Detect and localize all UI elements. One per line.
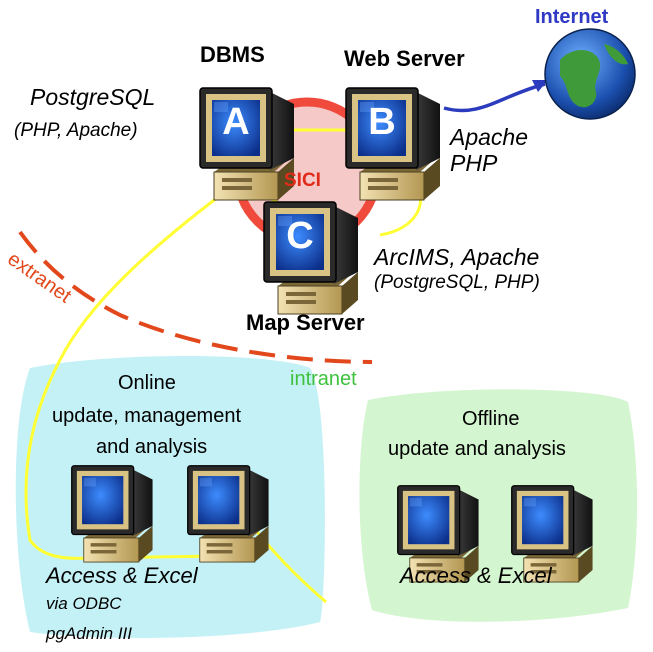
online-title-2: update, management [52, 405, 242, 427]
server-letter-c: C [286, 215, 313, 257]
internet-link [443, 82, 546, 113]
online-software-2: via ODBC [46, 594, 122, 613]
map-server-software-2: (PostgreSQL, PHP) [374, 272, 540, 293]
map-server-software-1: ArcIMS, Apache [374, 244, 540, 270]
offline-title-2: update and analysis [388, 438, 566, 460]
offline-title-1: Offline [462, 408, 520, 430]
internet-link-arrow [532, 80, 548, 92]
web-server-software-1: Apache [450, 124, 529, 150]
web-server-software-2: PHP [450, 150, 498, 176]
globe-icon [544, 28, 636, 120]
online-software-3: pgAdmin III [46, 624, 132, 643]
dbms-software-2: (PHP, Apache) [14, 120, 138, 141]
connection-dbms-clients [24, 180, 239, 560]
online-area [15, 356, 325, 638]
sici-label: SICI [284, 170, 321, 191]
online-computer-2 [187, 465, 270, 563]
online-title-1: Online [118, 372, 176, 394]
online-software-1: Access & Excel [46, 563, 198, 588]
map-server-title: Map Server [246, 310, 365, 335]
dbms-software-1: PostgreSQL [30, 84, 156, 110]
server-letter-b: B [368, 101, 395, 143]
intranet-label: intranet [290, 368, 357, 390]
web-server-title: Web Server [344, 46, 465, 71]
extranet-boundary [18, 230, 373, 364]
online-computer-1 [71, 465, 154, 563]
online-title-3: and analysis [96, 436, 208, 458]
dbms-title: DBMS [200, 42, 265, 67]
server-letter-a: A [222, 101, 249, 143]
internet-label: Internet [535, 6, 609, 28]
offline-software-1: Access & Excel [400, 563, 552, 588]
